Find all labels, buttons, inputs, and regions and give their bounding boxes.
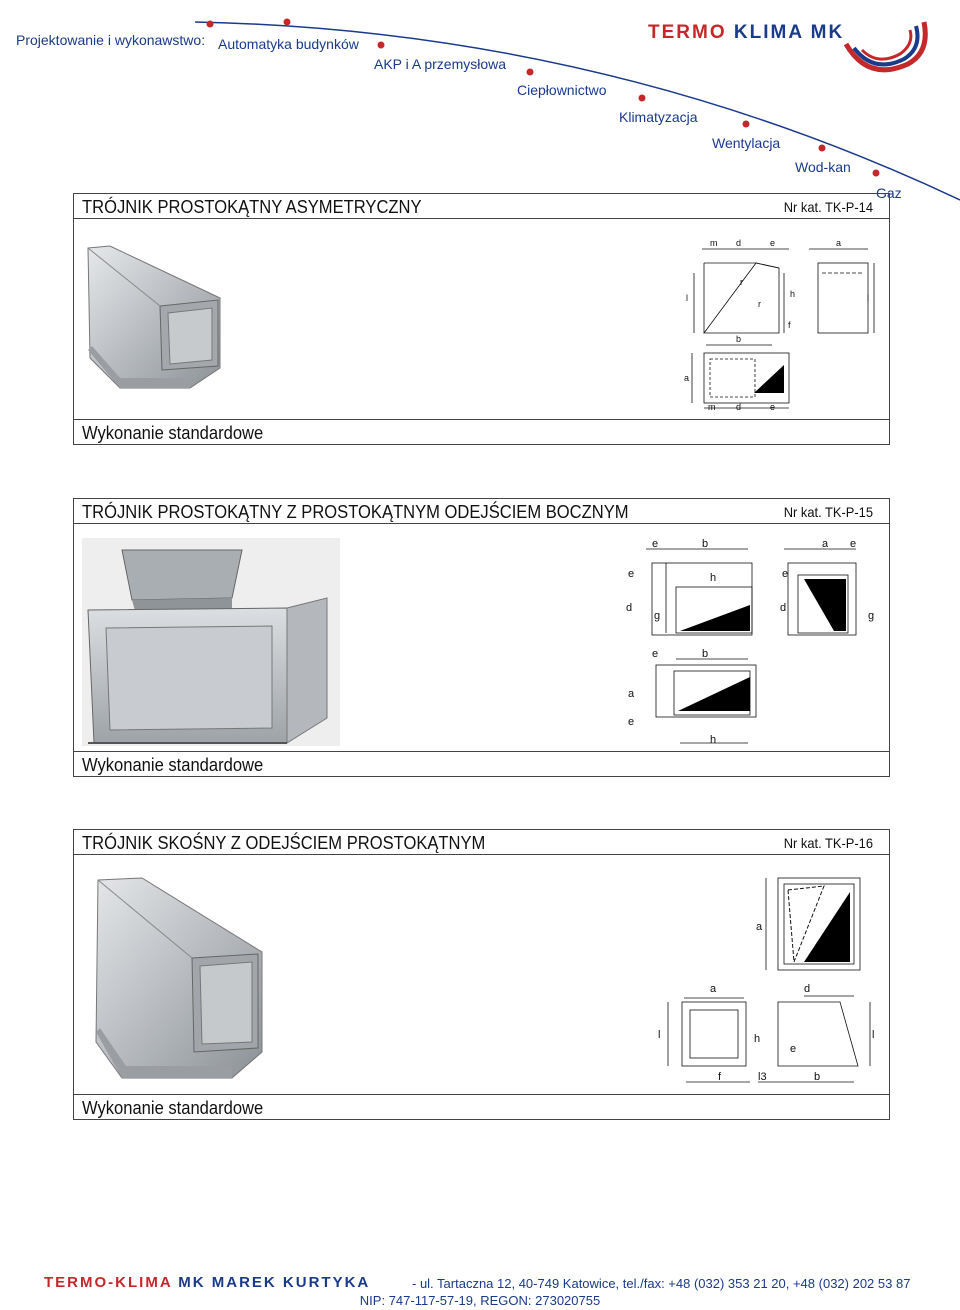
catalog-number: Nr kat. TK-P-15 bbox=[783, 504, 873, 520]
dim-label: a bbox=[684, 373, 689, 383]
header-lead: Projektowanie i wykonawstwo: bbox=[16, 32, 206, 48]
dim-label: d bbox=[804, 983, 810, 995]
section-title-row: TRÓJNIK PROSTOKĄTNY ASYMETRYCZNY Nr kat.… bbox=[73, 193, 890, 219]
dim-label: r bbox=[758, 299, 761, 309]
section-title: TRÓJNIK SKOŚNY Z ODEJŚCIEM PROSTOKĄTNYM bbox=[82, 833, 486, 853]
section-footer-row: Wykonanie standardowe bbox=[73, 751, 890, 777]
dim-label: f bbox=[788, 320, 791, 330]
dim-label: l bbox=[658, 1029, 660, 1041]
dim-label: a bbox=[710, 983, 717, 995]
section-title-row: TRÓJNIK SKOŚNY Z ODEJŚCIEM PROSTOKĄTNYM … bbox=[73, 829, 890, 855]
dim-label: e bbox=[770, 402, 775, 412]
technical-drawing: m d e a r r h l l f b a m d e bbox=[684, 238, 875, 412]
company-logo-text: TERMO KLIMA MK bbox=[648, 22, 845, 43]
dim-label: d bbox=[626, 602, 632, 614]
dim-label: g bbox=[868, 610, 874, 622]
service-label: AKP i A przemysłowa bbox=[374, 56, 507, 72]
header-curve bbox=[194, 18, 960, 201]
dim-label: e bbox=[628, 568, 634, 580]
section-footer: Wykonanie standardowe bbox=[82, 423, 264, 443]
bullet-icon bbox=[638, 94, 646, 102]
product-photo bbox=[87, 245, 221, 389]
technical-drawing: e b a e e h e d g d g e b a e h bbox=[626, 538, 874, 746]
dim-label: m bbox=[708, 402, 716, 412]
service-label: Klimatyzacja bbox=[619, 109, 698, 125]
dim-label: h bbox=[710, 572, 716, 584]
dim-label: a bbox=[836, 238, 841, 248]
logo-swoosh-icon bbox=[843, 21, 928, 73]
bullet-icon bbox=[818, 144, 826, 152]
dim-label: f bbox=[718, 1071, 722, 1083]
dim-label: m bbox=[710, 238, 718, 248]
section-footer: Wykonanie standardowe bbox=[82, 755, 264, 775]
product-photo bbox=[82, 538, 340, 746]
section-footer: Wykonanie standardowe bbox=[82, 1098, 264, 1118]
bullet-icon bbox=[526, 68, 534, 76]
bullet-icon bbox=[872, 169, 880, 177]
bullet-icon bbox=[377, 41, 385, 49]
dim-label: l bbox=[867, 293, 869, 303]
service-label: Wod-kan bbox=[795, 159, 851, 175]
dim-label: e bbox=[782, 568, 788, 580]
dim-label: h bbox=[790, 289, 795, 299]
dim-label: e bbox=[652, 648, 658, 660]
product-photo bbox=[95, 877, 263, 1079]
catalog-number: Nr kat. TK-P-16 bbox=[783, 835, 873, 851]
dim-label: e bbox=[790, 1043, 796, 1055]
section-footer-row: Wykonanie standardowe bbox=[73, 419, 890, 445]
service-label: Automatyka budynków bbox=[218, 36, 359, 52]
dim-label: b bbox=[736, 334, 741, 344]
dim-label: h bbox=[710, 734, 716, 746]
dim-label: b bbox=[702, 648, 708, 660]
bullet-icon bbox=[206, 20, 214, 28]
dim-label: b bbox=[814, 1071, 820, 1083]
footer-nip: NIP: 747-117-57-19, REGON: 273020755 bbox=[359, 1293, 601, 1308]
section-title: TRÓJNIK PROSTOKĄTNY ASYMETRYCZNY bbox=[82, 197, 422, 217]
dim-label: e bbox=[652, 538, 658, 550]
dim-label: l3 bbox=[758, 1071, 767, 1083]
dim-label: h bbox=[754, 1033, 760, 1045]
dim-label: d bbox=[780, 602, 786, 614]
bullet-icon bbox=[283, 18, 291, 26]
dim-label: e bbox=[770, 238, 775, 248]
dim-label: r bbox=[740, 277, 743, 287]
technical-drawing: a a d l h e l f l3 b bbox=[658, 877, 874, 1083]
service-label: Ciepłownictwo bbox=[517, 82, 607, 98]
bullet-icon bbox=[742, 120, 750, 128]
catalog-number: Nr kat. TK-P-14 bbox=[783, 199, 873, 215]
section-title: TRÓJNIK PROSTOKĄTNY Z PROSTOKĄTNYM ODEJŚ… bbox=[82, 502, 629, 522]
dim-label: e bbox=[850, 538, 856, 550]
dim-label: a bbox=[822, 538, 829, 550]
dim-label: e bbox=[628, 716, 634, 728]
service-label: Wentylacja bbox=[712, 135, 781, 151]
section-footer-row: Wykonanie standardowe bbox=[73, 1094, 890, 1120]
dim-label: d bbox=[736, 238, 741, 248]
dim-label: a bbox=[756, 921, 763, 933]
dim-label: l bbox=[686, 293, 688, 303]
footer-company: TERMO-KLIMA MK MAREK KURTYKA bbox=[44, 1274, 371, 1291]
dim-label: d bbox=[736, 402, 741, 412]
dim-label: b bbox=[702, 538, 708, 550]
dim-label: g bbox=[654, 610, 660, 622]
section-title-row: TRÓJNIK PROSTOKĄTNY Z PROSTOKĄTNYM ODEJŚ… bbox=[73, 498, 890, 524]
footer-address: - ul. Tartaczna 12, 40-749 Katowice, tel… bbox=[412, 1276, 911, 1291]
dim-label: a bbox=[628, 688, 635, 700]
dim-label: l bbox=[872, 1029, 874, 1041]
